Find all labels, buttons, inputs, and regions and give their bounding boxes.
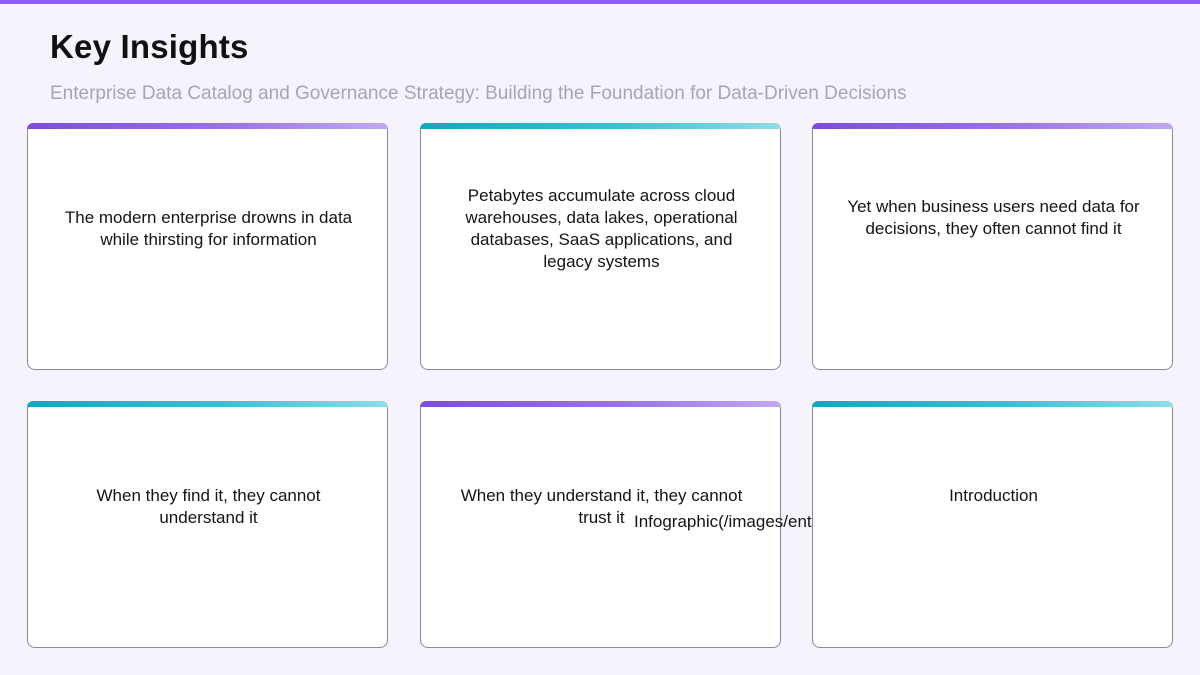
insight-card-1: The modern enterprise drowns in data whi… xyxy=(27,123,388,370)
insight-card-text: Introduction xyxy=(949,486,1038,505)
insight-card-text: Petabytes accumulate across cloud wareho… xyxy=(465,186,738,271)
page-title: Key Insights xyxy=(50,28,249,65)
card-accent-bar xyxy=(420,123,781,129)
insight-card-text: When they understand it, they cannot tru… xyxy=(460,486,743,527)
card-accent-bar xyxy=(812,401,1173,407)
insight-card-text: Yet when business users need data for de… xyxy=(847,197,1140,238)
page-subtitle: Enterprise Data Catalog and Governance S… xyxy=(50,83,907,104)
card-accent-bar xyxy=(27,123,388,129)
insight-card-text: When they find it, they cannot understan… xyxy=(96,486,321,527)
insight-card-6: Introduction xyxy=(812,401,1173,648)
top-accent-bar xyxy=(0,0,1200,4)
insight-card-2: Petabytes accumulate across cloud wareho… xyxy=(420,123,781,370)
insight-card-4: When they find it, they cannot understan… xyxy=(27,401,388,648)
insight-card-5: When they understand it, they cannot tru… xyxy=(420,401,1170,648)
card-accent-bar xyxy=(420,401,781,407)
card-accent-bar xyxy=(27,401,388,407)
insight-card-3: Yet when business users need data for de… xyxy=(812,123,1173,370)
card-accent-bar xyxy=(812,123,1173,129)
insight-card-text: The modern enterprise drowns in data whi… xyxy=(64,208,353,249)
